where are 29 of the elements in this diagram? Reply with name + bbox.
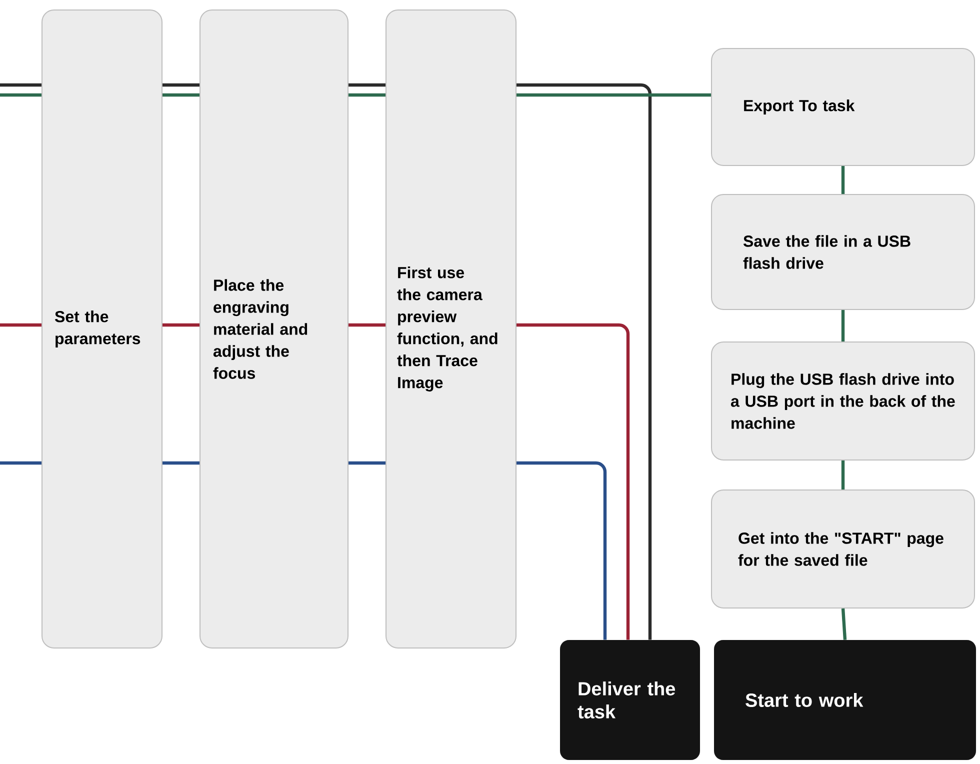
connector-line (841, 608, 847, 640)
connector-line (162, 93, 200, 97)
connector-line (0, 93, 42, 97)
connector-line (841, 460, 845, 490)
process-box: Save the file in a USB flash drive (711, 194, 975, 310)
connector-line (348, 93, 386, 97)
connector-line (0, 83, 42, 87)
process-box: First use the camera preview function, and then Trace Image (386, 10, 516, 648)
terminal-box: Deliver the task (560, 640, 700, 760)
connector-line (0, 461, 42, 465)
connector-line (162, 461, 200, 465)
connector-line (516, 461, 607, 640)
connector-line (841, 166, 845, 194)
process-box: Set the parameters (42, 10, 162, 648)
process-box: Get into the "START" page for the saved file (711, 490, 975, 608)
connector-line (162, 323, 200, 327)
connector-line (162, 83, 200, 87)
process-box: Plug the USB flash drive into a USB port in the back of the machine (711, 342, 975, 460)
process-box: Place the engraving material and adjust the focus (200, 10, 348, 648)
connector-line (841, 310, 845, 342)
connector-line (0, 323, 42, 327)
connector-line (516, 83, 652, 640)
process-box: Export To task (711, 48, 975, 166)
connector-line (348, 323, 386, 327)
connector-line (348, 461, 386, 465)
terminal-box: Start to work (714, 640, 976, 760)
connector-line (516, 323, 630, 640)
connector-line (516, 93, 711, 97)
connector-line (348, 83, 386, 87)
